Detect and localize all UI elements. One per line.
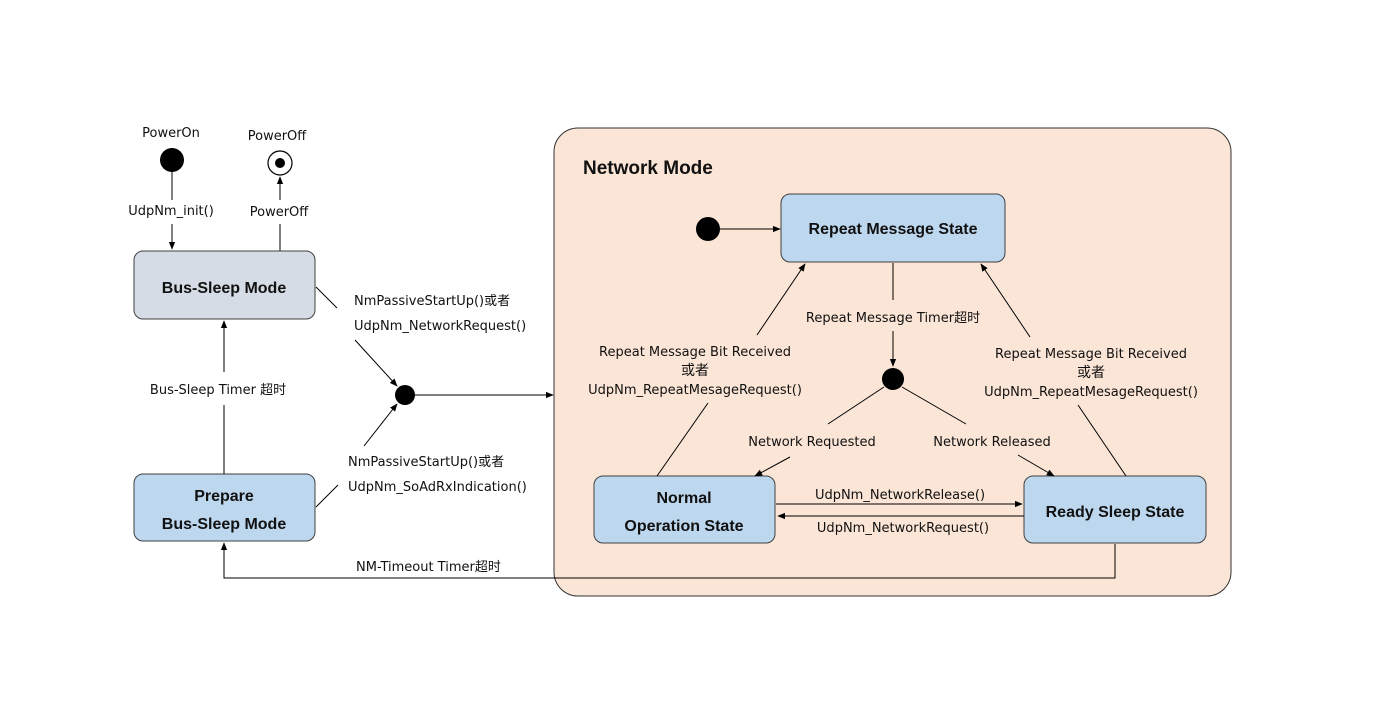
left-repeat-label-2: 或者 <box>681 363 709 379</box>
repeat-message-state <box>780 193 1006 263</box>
power-off-transition-label: PowerOff <box>250 205 310 220</box>
wake-bottom-label-2: UdpNm_SoAdRxIndication() <box>348 480 527 495</box>
nm-timeout-label: NM-Timeout Timer超时 <box>356 560 501 575</box>
power-on-initial-node <box>160 148 184 172</box>
repeat-timer-label: Repeat Message Timer超时 <box>806 311 980 326</box>
bus-sleep-mode-state <box>133 250 316 320</box>
prepare-bus-sleep-label-2: Bus-Sleep Mode <box>162 516 287 533</box>
right-repeat-label-2: 或者 <box>1077 365 1105 381</box>
wake-top-label-2: UdpNm_NetworkRequest() <box>354 319 526 334</box>
power-off-label: PowerOff <box>248 129 308 144</box>
prepare-bus-sleep-label-1: Prepare <box>194 488 254 505</box>
normal-operation-state <box>593 475 776 544</box>
ready-sleep-label: Ready Sleep State <box>1046 504 1185 521</box>
wake-top-label-1: NmPassiveStartUp()或者 <box>354 294 510 309</box>
network-released-label: Network Released <box>933 435 1050 450</box>
right-repeat-label-1: Repeat Message Bit Received <box>995 347 1187 362</box>
network-mode-initial-node <box>696 217 720 241</box>
junction-node-center <box>882 368 904 390</box>
left-repeat-label-1: Repeat Message Bit Received <box>599 345 791 360</box>
wake-bottom-label-1: NmPassiveStartUp()或者 <box>348 455 504 470</box>
left-repeat-label-3: UdpNm_RepeatMesageRequest() <box>588 383 802 398</box>
network-requested-label: Network Requested <box>748 435 875 450</box>
normal-operation-label-2: Operation State <box>624 518 743 535</box>
init-transition-label: UdpNm_init() <box>128 204 214 219</box>
network-release-call-label: UdpNm_NetworkRelease() <box>815 488 985 503</box>
junction-node-left <box>395 385 415 405</box>
bus-sleep-mode-label: Bus-Sleep Mode <box>162 280 287 297</box>
ready-sleep-state <box>1023 475 1207 544</box>
power-on-label: PowerOn <box>142 126 200 141</box>
right-repeat-label-3: UdpNm_RepeatMesageRequest() <box>984 385 1198 400</box>
repeat-message-label: Repeat Message State <box>809 221 978 238</box>
network-request-call-label: UdpNm_NetworkRequest() <box>817 521 989 536</box>
network-mode-title: Network Mode <box>583 158 713 179</box>
bus-sleep-timer-label: Bus-Sleep Timer 超时 <box>150 383 286 398</box>
normal-operation-label-1: Normal <box>656 490 711 507</box>
